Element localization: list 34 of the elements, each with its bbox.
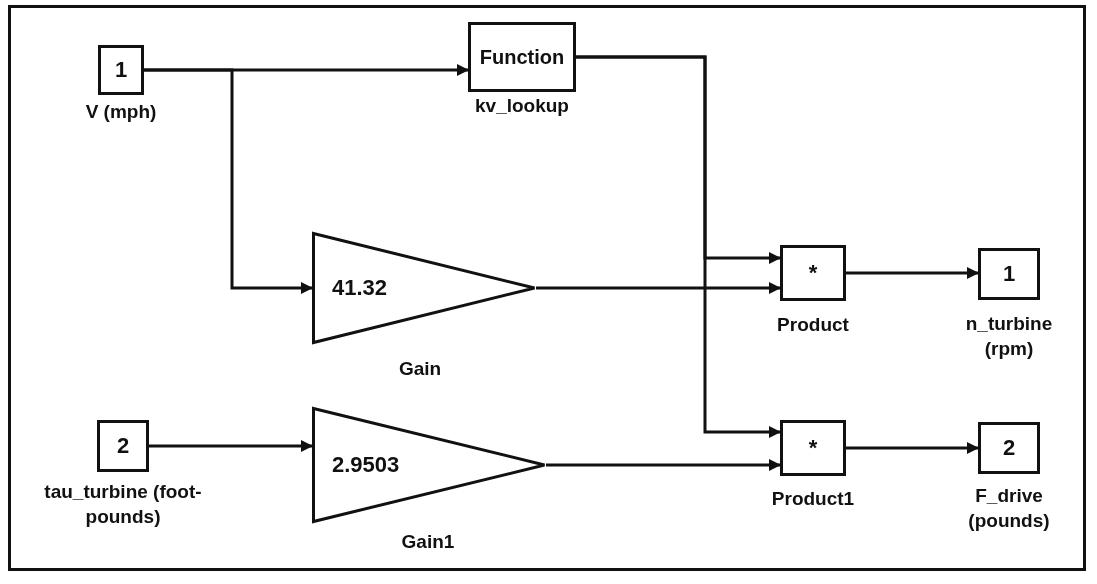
signal-arrow [576,55,781,438]
block-label: Gain [397,357,443,381]
block-text: 1 [114,57,128,83]
gain-block [312,232,536,344]
signal-block [780,245,846,301]
block-text: * [808,435,818,461]
block-label: Product [776,313,850,337]
signal-arrow [536,282,781,294]
block-text: Function [479,45,565,69]
block-label: tau_turbine (foot-pounds) [43,480,203,529]
block-label: n_turbine (rpm) [964,312,1054,361]
gain-block [312,407,546,523]
block-text: * [808,260,818,286]
block-text: 2 [1002,435,1016,461]
block-text: 1 [1002,261,1016,287]
block-label: V (mph) [84,100,158,124]
block-text: 41.32 [332,275,388,301]
block-label: F_drive (pounds) [967,484,1051,533]
block-label: Product1 [770,487,856,511]
signal-block [978,422,1040,474]
signal-arrow [149,440,313,452]
block-text: 2 [116,433,130,459]
signal-block [978,248,1040,300]
signal-arrow [144,68,313,294]
signal-arrow [846,267,979,279]
block-label: Gain1 [400,530,456,554]
signal-block [98,45,144,95]
signal-arrow [846,442,979,454]
signal-block [780,420,846,476]
block-label: kv_lookup [474,94,570,118]
signal-block [97,420,149,472]
signal-arrow [546,459,781,471]
block-text: 2.9503 [332,452,400,478]
signal-block [468,22,576,92]
